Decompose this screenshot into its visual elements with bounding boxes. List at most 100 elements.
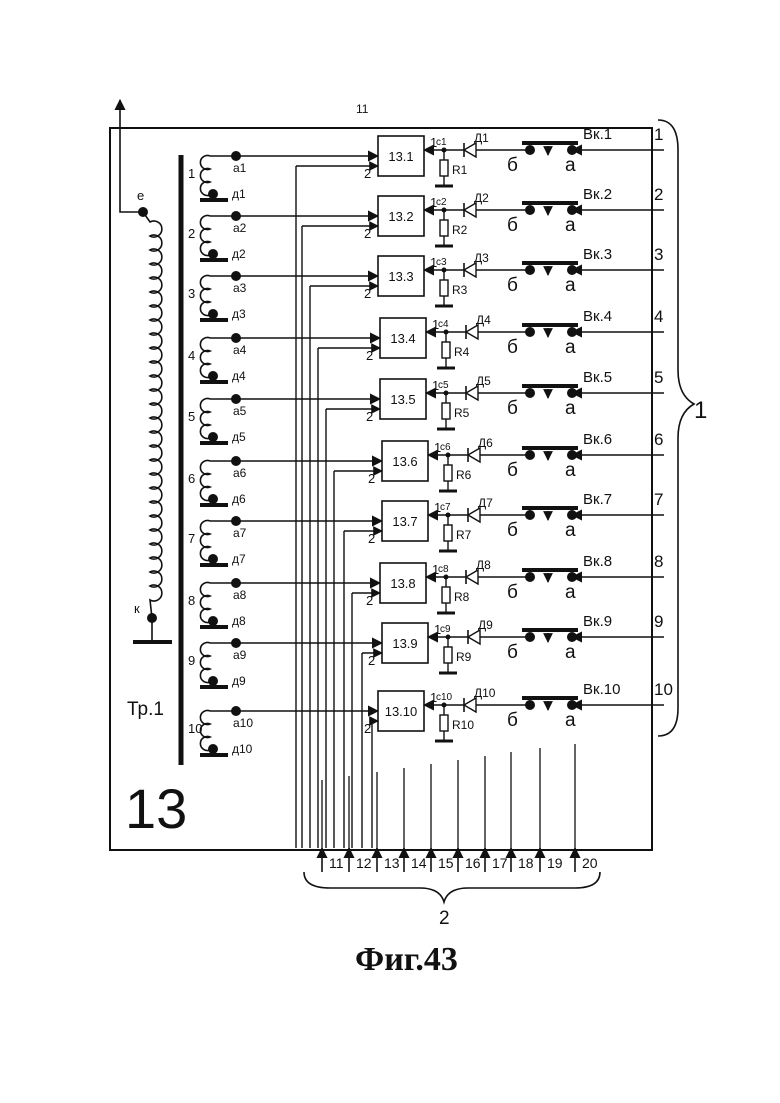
diode-label: Д10 <box>474 686 496 700</box>
capacitor-label: c7 <box>440 502 451 513</box>
resistor: R2 <box>435 210 468 246</box>
secondary-winding: 7а7д7 <box>188 516 247 566</box>
diode: Д7 <box>448 496 530 522</box>
winding-top-label: а7 <box>233 526 247 540</box>
winding-number: 9 <box>188 653 195 668</box>
switch-contact-a: а <box>565 710 576 731</box>
input-number: 8 <box>654 552 663 571</box>
resistor-label: R6 <box>456 468 472 482</box>
switch-contact-b: б <box>507 460 518 481</box>
bottom-input-label: 19 <box>547 855 563 871</box>
switch-contact-a: а <box>565 642 576 663</box>
resistor-label: R1 <box>452 163 468 177</box>
resistor: R9 <box>439 637 472 673</box>
secondary-winding: 8а8д8 <box>188 578 247 628</box>
winding-number: 10 <box>188 721 202 736</box>
winding-bottom-label: д7 <box>232 552 246 566</box>
block-label: 13.9 <box>392 636 417 651</box>
switch-label: Вк.2 <box>583 186 612 203</box>
capacitor-label: c5 <box>438 380 449 391</box>
winding-number: 1 <box>188 166 195 181</box>
figure-caption: Фиг.43 <box>355 941 458 978</box>
block-13-6: 13.621 <box>368 440 441 486</box>
winding-bottom-label: д8 <box>232 614 246 628</box>
resistor: R5 <box>437 393 470 429</box>
resistor: R8 <box>437 577 470 613</box>
diode: Д4 <box>446 313 530 339</box>
winding-top-label: а3 <box>233 281 247 295</box>
pin-2-label: 2 <box>366 348 373 363</box>
winding-bottom-label: д1 <box>232 187 246 201</box>
bottom-input-label: 14 <box>411 855 427 871</box>
diode-label: Д1 <box>474 131 489 145</box>
diode-label: Д7 <box>478 496 493 510</box>
block-label: 13.5 <box>390 392 415 407</box>
pin-2-label: 2 <box>364 721 371 736</box>
right-input-group-label: 1 <box>694 397 707 424</box>
bottom-input-label: 13 <box>384 855 400 871</box>
diode-label: Д6 <box>478 436 493 450</box>
switch: баВк.3 <box>507 246 612 296</box>
output-label: 11 <box>356 102 369 116</box>
block-label: 13.7 <box>392 514 417 529</box>
switch-label: Вк.8 <box>583 553 612 570</box>
resistor: R7 <box>439 515 472 551</box>
winding-bottom-label: д5 <box>232 430 246 444</box>
capacitor-label: c6 <box>440 442 451 453</box>
winding-top-label: а9 <box>233 648 247 662</box>
block-label: 13.6 <box>392 454 417 469</box>
secondary-winding: 5а5д5 <box>188 394 247 444</box>
switch-contact-b: б <box>507 337 518 358</box>
input-number: 6 <box>654 430 663 449</box>
winding-number: 4 <box>188 348 195 363</box>
secondary-winding: 6а6д6 <box>188 456 247 506</box>
block-13-9: 13.921 <box>368 622 441 668</box>
block-13-1: 13.121 <box>364 135 437 181</box>
winding-top-label: а4 <box>233 343 247 357</box>
bottom-input-label: 11 <box>329 855 344 871</box>
input-number: 3 <box>654 245 663 264</box>
stage-10: 10а10д1013.1021c10R10Д10баВк.1010 <box>188 680 673 756</box>
switch-label: Вк.4 <box>583 308 612 325</box>
block-label: 13.4 <box>390 331 415 346</box>
capacitor-label: c1 <box>436 137 447 148</box>
capacitor-label: c4 <box>438 319 449 330</box>
pin-2-label: 2 <box>368 653 375 668</box>
diode: Д10 <box>444 686 530 712</box>
block-13-2: 13.221 <box>364 195 437 241</box>
bottom-input-label: 18 <box>518 855 534 871</box>
diode: Д8 <box>446 558 530 584</box>
block-13-5: 13.521 <box>366 378 439 424</box>
switch-contact-a: а <box>565 215 576 236</box>
diode-label: Д4 <box>476 313 491 327</box>
block-13-7: 13.721 <box>368 500 441 546</box>
input-number: 2 <box>654 185 663 204</box>
stage-9: 9а9д913.921c9R9Д9баВк.99 <box>188 612 664 688</box>
switch-contact-b: б <box>507 275 518 296</box>
switch-contact-b: б <box>507 155 518 176</box>
switch-contact-a: а <box>565 337 576 358</box>
switch-label: Вк.9 <box>583 613 612 630</box>
resistor: R3 <box>435 270 468 306</box>
diode-label: Д3 <box>474 251 489 265</box>
input-number: 4 <box>654 307 663 326</box>
pin-2-label: 2 <box>364 286 371 301</box>
switch-label: Вк.7 <box>583 491 612 508</box>
block-label: 13.1 <box>388 149 413 164</box>
switch-contact-b: б <box>507 642 518 663</box>
resistor-label: R5 <box>454 406 470 420</box>
diode-label: Д5 <box>476 374 491 388</box>
block-13-10: 13.1021 <box>364 690 437 736</box>
winding-top-label: а2 <box>233 221 247 235</box>
capacitor-label: c9 <box>440 624 451 635</box>
switch-label: Вк.10 <box>583 681 620 698</box>
switch: баВк.10 <box>507 681 620 731</box>
block-13-3: 13.321 <box>364 255 437 301</box>
diode: Д5 <box>446 374 530 400</box>
block-label: 13.8 <box>390 576 415 591</box>
pin-2-label: 2 <box>366 593 373 608</box>
block-label: 13.10 <box>385 704 418 719</box>
bottom-inputs: 11121314151617181920 <box>322 744 598 872</box>
secondary-winding: 3а3д3 <box>188 271 247 321</box>
